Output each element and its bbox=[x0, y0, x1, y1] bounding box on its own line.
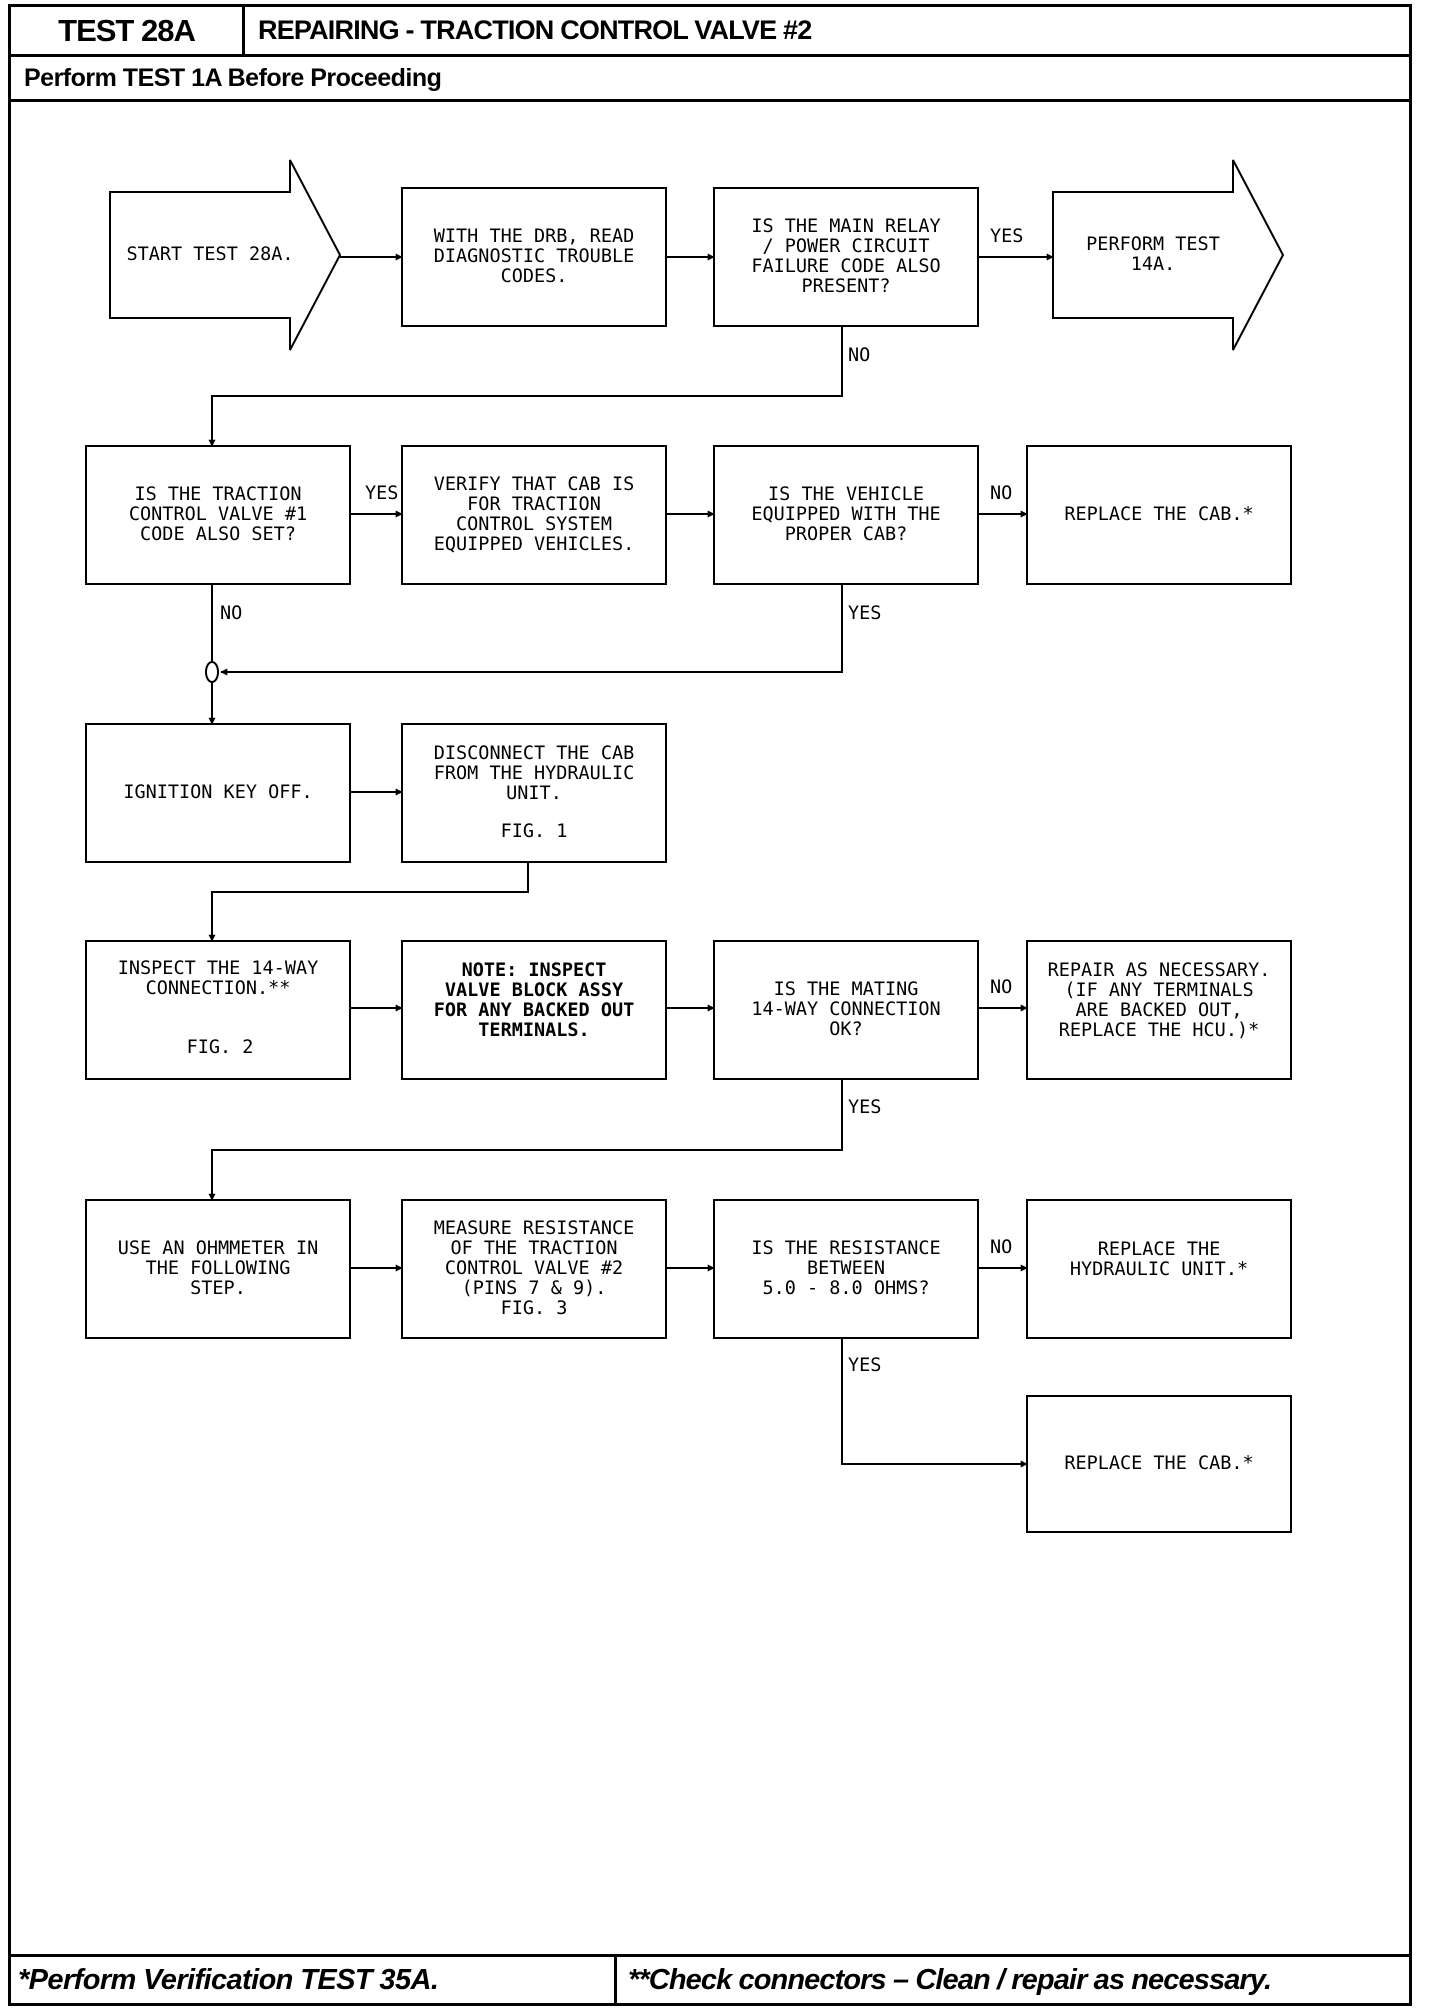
inspect-14way-box bbox=[85, 940, 351, 1080]
replace-cab-box-1-line: REPLACE THE CAB.* bbox=[1064, 504, 1253, 525]
replace-cab-box-2-line: REPLACE THE CAB.* bbox=[1064, 1453, 1253, 1474]
conn-resist-yes bbox=[841, 1338, 1028, 1468]
fig-1-label-line: FIG. 1 bbox=[501, 821, 568, 842]
verify-cab-box-line: VERIFY THAT CAB IS bbox=[434, 474, 634, 495]
main-relay-question-line: IS THE MAIN RELAY bbox=[751, 216, 940, 237]
repair-box-line: ARE BACKED OUT, bbox=[1075, 1000, 1242, 1021]
conn-mating-yes bbox=[208, 1079, 843, 1201]
proper-cab-question-line: IS THE VEHICLE bbox=[768, 484, 924, 505]
disconnect-cab-box-line: UNIT. bbox=[506, 783, 562, 804]
inspect-14way-box-line: INSPECT THE 14-WAY bbox=[118, 958, 318, 979]
measure-box-line: FIG. 3 bbox=[501, 1298, 568, 1319]
label-yes-relay: YES bbox=[990, 226, 1023, 247]
header-divider bbox=[242, 4, 245, 56]
label-yes-tcv1: YES bbox=[365, 483, 398, 504]
read-codes-box-line: DIAGNOSTIC TROUBLE bbox=[434, 246, 634, 267]
mating-question-line: 14-WAY CONNECTION bbox=[751, 999, 940, 1020]
label-yes-resist: YES bbox=[848, 1355, 881, 1376]
perform-test-14a-arrow-line: 14A. bbox=[1131, 254, 1176, 275]
disconnect-cab-box-line: DISCONNECT THE CAB bbox=[434, 743, 634, 764]
page-title: REPAIRING - TRACTION CONTROL VALVE #2 bbox=[258, 15, 812, 45]
main-relay-question-line: PRESENT? bbox=[801, 276, 890, 297]
main-relay-question-line: / POWER CIRCUIT bbox=[762, 236, 929, 257]
repair-box-line: REPAIR AS NECESSARY. bbox=[1048, 960, 1271, 981]
subheader-rule bbox=[8, 99, 1412, 102]
tcv1-question-line: CONTROL VALVE #1 bbox=[129, 504, 307, 525]
label-no-tcv1: NO bbox=[220, 603, 242, 624]
verify-cab-box-line: CONTROL SYSTEM bbox=[456, 514, 612, 535]
read-codes-box-line: CODES. bbox=[501, 266, 568, 287]
verify-cab-box-line: EQUIPPED VEHICLES. bbox=[434, 534, 634, 555]
main-relay-question-line: FAILURE CODE ALSO bbox=[751, 256, 940, 277]
disconnect-cab-box-line: FROM THE HYDRAULIC bbox=[434, 763, 634, 784]
perform-test-14a-arrow bbox=[1052, 159, 1285, 351]
note-box-line: VALVE BLOCK ASSY bbox=[445, 980, 624, 1001]
footer-divider bbox=[614, 1954, 617, 2006]
ohmmeter-box-line: USE AN OHMMETER IN bbox=[118, 1238, 318, 1259]
read-codes-box-line: WITH THE DRB, READ bbox=[434, 226, 634, 247]
footer-note-left: *Perform Verification TEST 35A. bbox=[18, 1963, 439, 1996]
ohmmeter-box-line: THE FOLLOWING bbox=[146, 1258, 291, 1279]
label-no-mating: NO bbox=[990, 977, 1012, 998]
replace-hcu-box-line: HYDRAULIC UNIT.* bbox=[1070, 1259, 1248, 1280]
mating-question-line: IS THE MATING bbox=[774, 979, 919, 1000]
tcv1-question-line: CODE ALSO SET? bbox=[140, 524, 296, 545]
test-id: TEST 28A bbox=[58, 12, 196, 48]
page-frame bbox=[8, 4, 1412, 2006]
conn-proper-yes bbox=[220, 584, 843, 676]
footer-note-right: **Check connectors – Clean / repair as n… bbox=[628, 1963, 1272, 1996]
conn-relay-no bbox=[208, 326, 843, 447]
start-test-arrow bbox=[109, 159, 342, 351]
fig-2-label-line: FIG. 2 bbox=[187, 1037, 254, 1058]
proper-cab-question-line: EQUIPPED WITH THE bbox=[751, 504, 940, 525]
resistance-question-line: BETWEEN bbox=[807, 1258, 885, 1279]
merge-junction bbox=[205, 661, 219, 683]
footer-rule bbox=[8, 1954, 1412, 1957]
ignition-off-box-line: IGNITION KEY OFF. bbox=[123, 782, 312, 803]
note-box-line: TERMINALS. bbox=[478, 1020, 589, 1041]
header-rule bbox=[8, 54, 1412, 57]
label-no-resist: NO bbox=[990, 1237, 1012, 1258]
conn-disconnect-inspect bbox=[208, 862, 529, 942]
inspect-14way-box-line: CONNECTION.** bbox=[146, 978, 291, 999]
label-no-proper: NO bbox=[990, 483, 1012, 504]
verify-cab-box-line: FOR TRACTION bbox=[467, 494, 601, 515]
resistance-question-line: IS THE RESISTANCE bbox=[751, 1238, 940, 1259]
measure-box-line: (PINS 7 & 9). bbox=[462, 1278, 607, 1299]
mating-question-line: OK? bbox=[829, 1019, 862, 1040]
ohmmeter-box-line: STEP. bbox=[190, 1278, 246, 1299]
start-test-arrow-line: START TEST 28A. bbox=[126, 244, 293, 265]
page-subtitle: Perform TEST 1A Before Proceeding bbox=[24, 63, 442, 92]
perform-test-14a-arrow-line: PERFORM TEST bbox=[1086, 234, 1220, 255]
label-yes-mating: YES bbox=[848, 1097, 881, 1118]
note-box-line: NOTE: INSPECT bbox=[462, 960, 607, 981]
tcv1-question-line: IS THE TRACTION bbox=[134, 484, 301, 505]
measure-box-line: CONTROL VALVE #2 bbox=[445, 1258, 623, 1279]
resistance-question-line: 5.0 - 8.0 OHMS? bbox=[762, 1278, 929, 1299]
label-no-relay: NO bbox=[848, 345, 870, 366]
replace-hcu-box-line: REPLACE THE bbox=[1098, 1239, 1221, 1260]
repair-box-line: REPLACE THE HCU.)* bbox=[1059, 1020, 1259, 1041]
proper-cab-question-line: PROPER CAB? bbox=[785, 524, 908, 545]
measure-box-line: MEASURE RESISTANCE bbox=[434, 1218, 634, 1239]
repair-box-line: (IF ANY TERMINALS bbox=[1064, 980, 1253, 1001]
note-box-line: FOR ANY BACKED OUT bbox=[434, 1000, 634, 1021]
label-yes-proper: YES bbox=[848, 603, 881, 624]
measure-box-line: OF THE TRACTION bbox=[450, 1238, 617, 1259]
